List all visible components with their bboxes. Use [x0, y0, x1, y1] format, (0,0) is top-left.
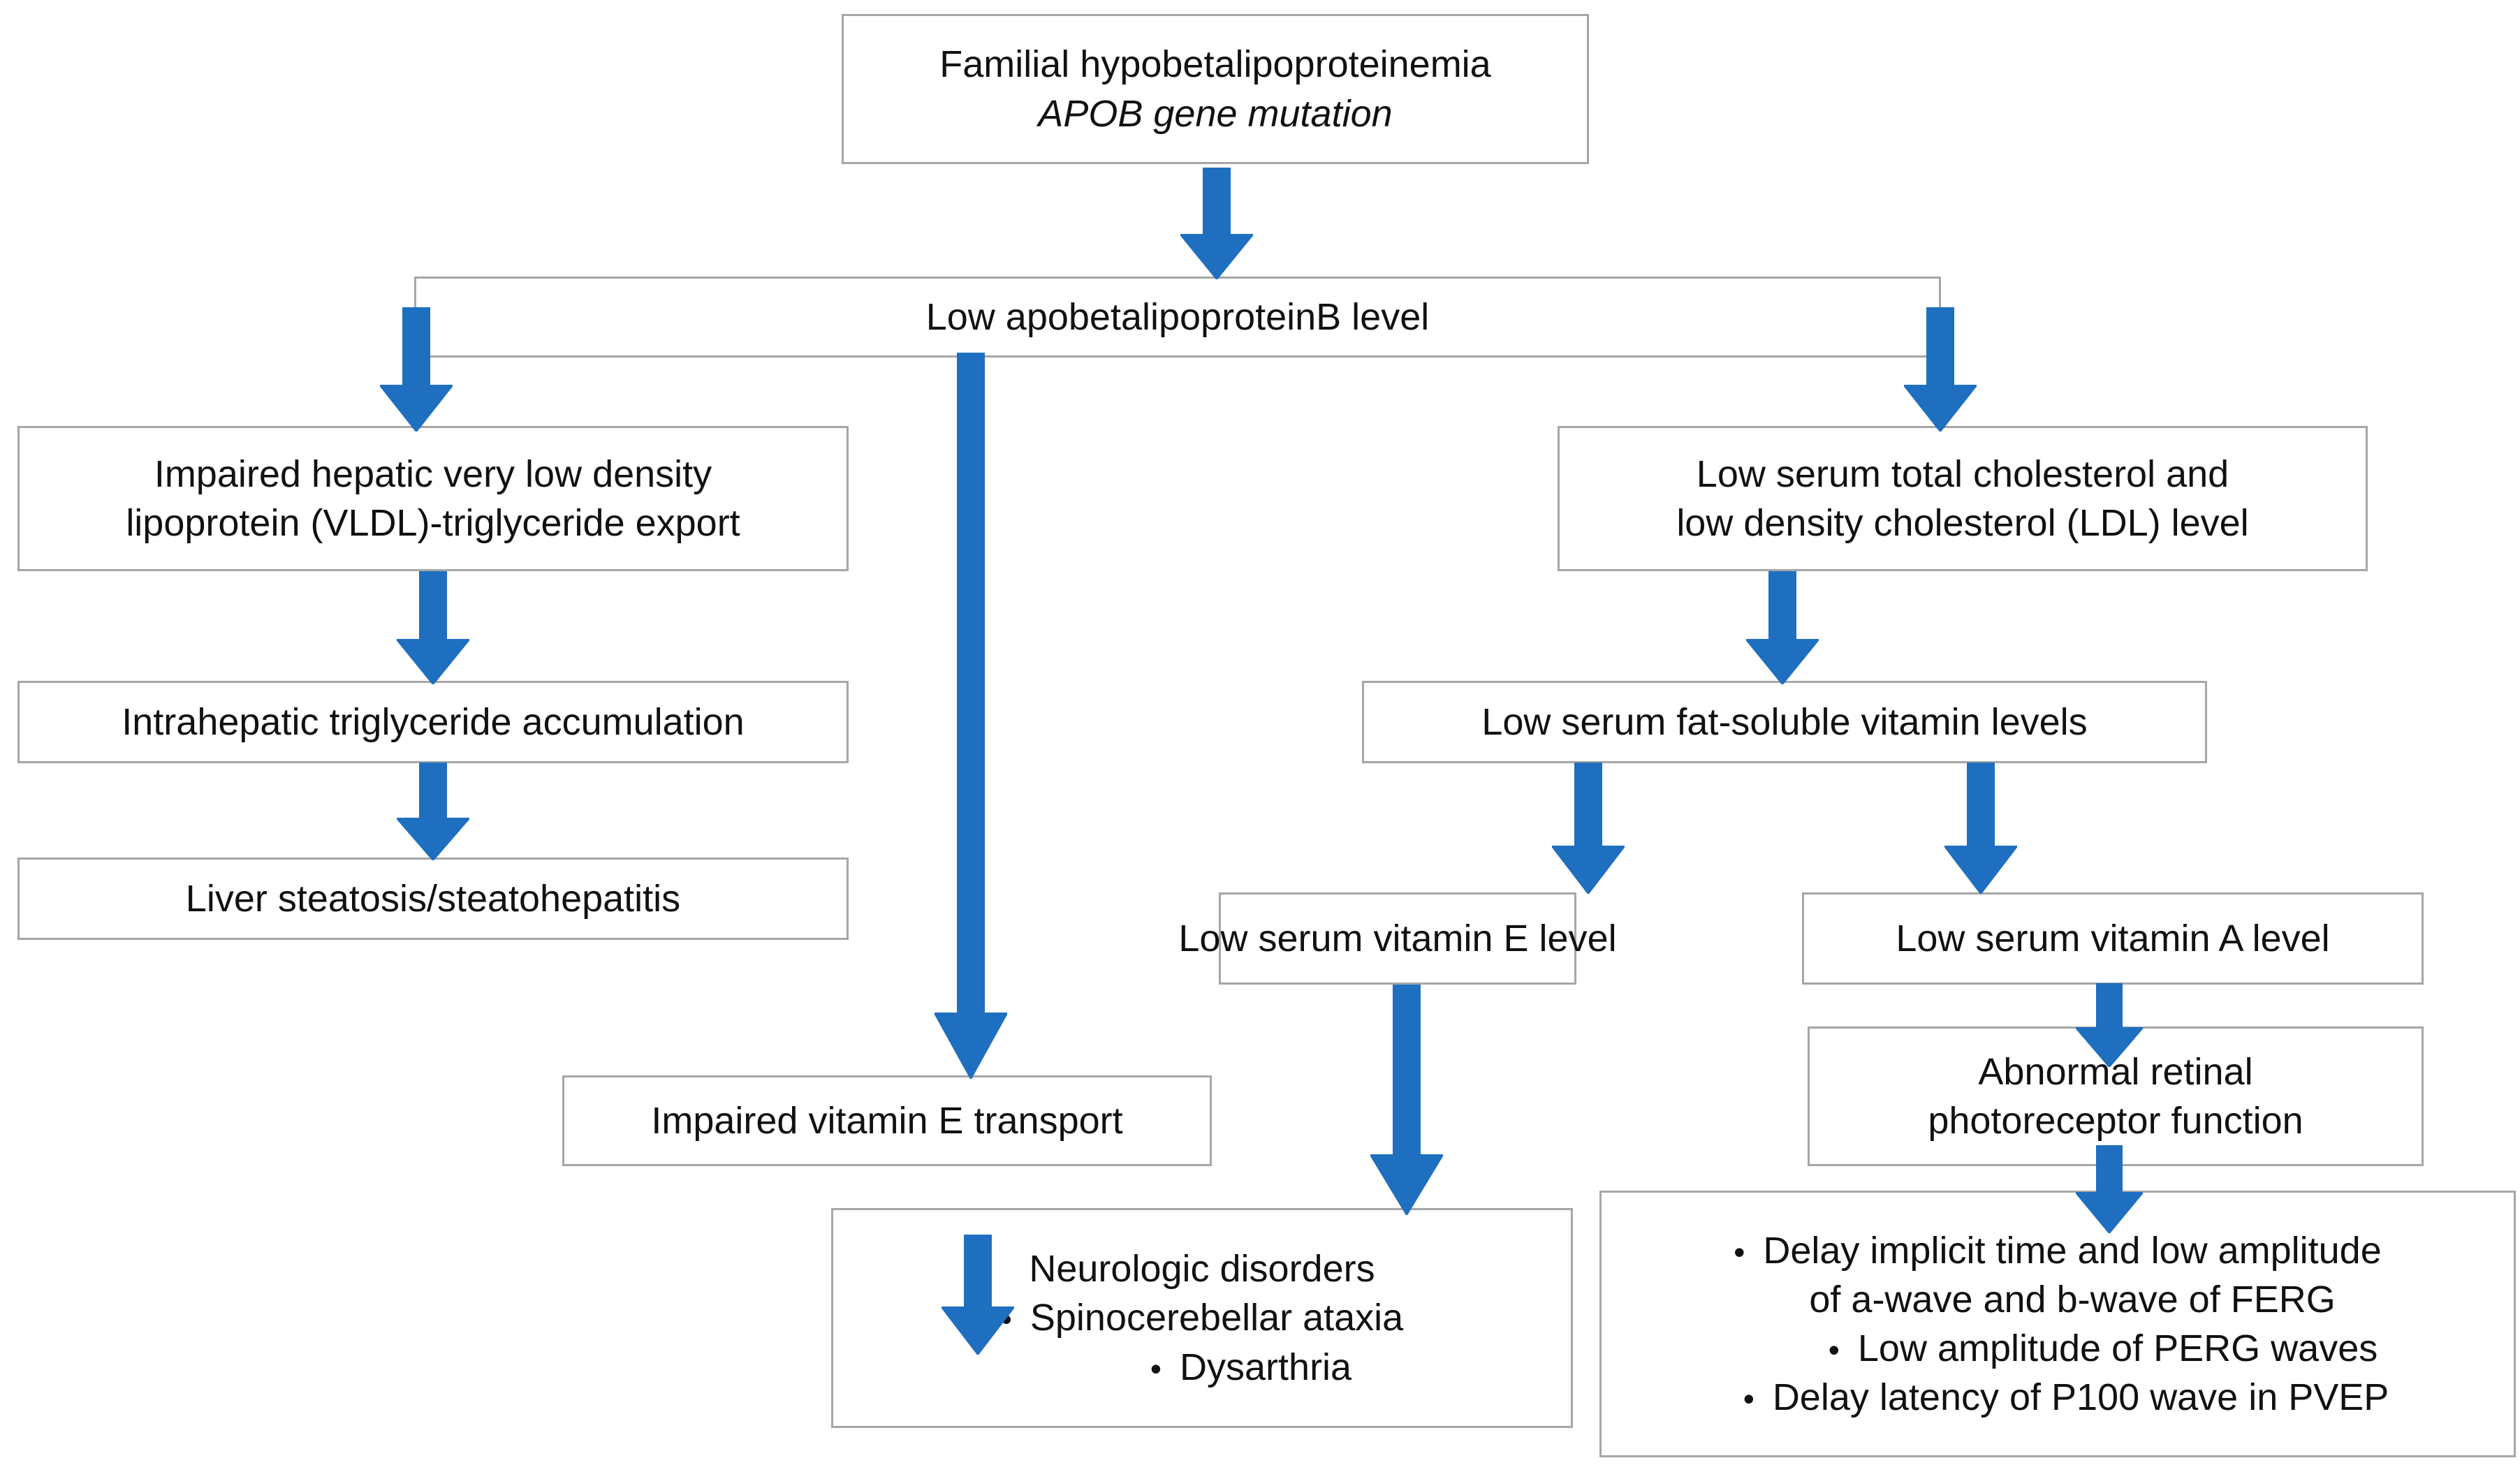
node-low-cholesterol-line1: Low serum total cholesterol and — [1696, 452, 2229, 495]
node-apob-level-label: Low apobetalipoproteinB level — [925, 295, 1430, 338]
arrow-fatsoluble-to-vitamin-a — [1944, 763, 2017, 894]
node-liver-steatosis[interactable]: Liver steatosis/steatohepatitis — [17, 858, 849, 940]
node-intrahepatic-tg-label: Intrahepatic triglyceride accumulation — [122, 700, 745, 743]
arrow-fatsoluble-to-vitamin-e — [1552, 763, 1625, 894]
node-liver-steatosis-label: Liver steatosis/steatohepatitis — [185, 877, 681, 920]
list-item: • Dysarthria — [1150, 1343, 1351, 1392]
node-neurologic-disorders[interactable]: Neurologic disorders • Spinocerebellar a… — [831, 1208, 1573, 1428]
arrow-vitamin-e-to-neurologic — [1370, 985, 1443, 1215]
arrow-apob-to-vit-e-transport — [935, 353, 1007, 1079]
node-vitamin-a-level-label: Low serum vitamin A level — [1896, 917, 2330, 959]
node-vldl-export-line1: Impaired hepatic very low density — [154, 452, 712, 495]
bullet-dot-icon: • — [1828, 1332, 1840, 1368]
node-electrophysiology-findings[interactable]: • Delay implicit time and low amplitude … — [1599, 1191, 2516, 1457]
arrow-vit-e-transport-to-neurologic — [942, 1235, 1014, 1355]
list-item: • Delay implicit time and low amplitude … — [1734, 1226, 2381, 1324]
node-low-cholesterol[interactable]: Low serum total cholesterol and low dens… — [1558, 426, 2368, 571]
arrow-root-to-apob — [1180, 168, 1253, 279]
node-apob-level[interactable]: Low apobetalipoproteinB level — [414, 277, 1941, 358]
findings-bullet-1-line2: of a-wave and b-wave of FERG — [1809, 1278, 2336, 1320]
findings-bullet-list: • Delay implicit time and low amplitude … — [1616, 1226, 2500, 1422]
node-abnormal-retina-line2: photoreceptor function — [1928, 1100, 2303, 1142]
node-vldl-export[interactable]: Impaired hepatic very low density lipopr… — [17, 426, 849, 571]
arrow-intrahepatic-to-steatosis — [397, 763, 469, 860]
bullet-dot-icon: • — [1150, 1350, 1162, 1387]
list-item: • Spinocerebellar ataxia — [1001, 1293, 1403, 1342]
node-vitamin-a-level[interactable]: Low serum vitamin A level — [1802, 892, 2424, 985]
bullet-dot-icon: • — [1743, 1381, 1755, 1418]
findings-bullet-3: Delay latency of P100 wave in PVEP — [1772, 1376, 2389, 1419]
neurologic-bullet-2: Dysarthria — [1180, 1346, 1352, 1388]
arrow-abnormal-retina-to-findings — [2076, 1145, 2143, 1233]
findings-bullet-2: Low amplitude of PERG waves — [1857, 1327, 2378, 1369]
node-impaired-vit-e-transport-label: Impaired vitamin E transport — [651, 1099, 1123, 1142]
node-root-line1: Familial hypobetalipoproteinemia — [939, 43, 1491, 86]
node-neurologic-heading: Neurologic disorders — [1029, 1248, 1375, 1290]
node-fat-soluble-vitamins[interactable]: Low serum fat-soluble vitamin levels — [1362, 681, 2207, 763]
node-root[interactable]: Familial hypobetalipoproteinemia APOB ge… — [842, 14, 1589, 164]
node-root-line2: APOB gene mutation — [1038, 92, 1393, 135]
neurologic-bullet-list: • Spinocerebellar ataxia • Dysarthria — [843, 1293, 1561, 1391]
node-vldl-export-line2: lipoprotein (VLDL)-triglyceride export — [126, 502, 740, 544]
arrow-apob-to-cholesterol — [1904, 307, 1977, 432]
findings-bullet-1-line1: Delay implicit time and low amplitude — [1763, 1229, 2382, 1272]
node-low-cholesterol-line2: low density cholesterol (LDL) level — [1676, 502, 2249, 544]
list-item: • Delay latency of P100 wave in PVEP — [1743, 1373, 2389, 1422]
node-intrahepatic-tg[interactable]: Intrahepatic triglyceride accumulation — [17, 681, 849, 763]
node-impaired-vit-e-transport[interactable]: Impaired vitamin E transport — [562, 1075, 1212, 1166]
arrow-cholesterol-to-fatsoluble — [1746, 571, 1819, 684]
neurologic-bullet-1: Spinocerebellar ataxia — [1030, 1297, 1404, 1339]
arrow-apob-to-vldl — [380, 307, 453, 432]
list-item: • Low amplitude of PERG waves — [1829, 1324, 2378, 1373]
bullet-dot-icon: • — [1734, 1233, 1745, 1270]
node-fat-soluble-vitamins-label: Low serum fat-soluble vitamin levels — [1481, 700, 2088, 743]
findings-bullet-1: Delay implicit time and low amplitude of… — [1763, 1226, 2381, 1324]
arrow-vldl-to-intrahepatic — [397, 571, 469, 684]
node-vitamin-e-level[interactable]: Low serum vitamin E level — [1178, 892, 1617, 985]
node-vitamin-e-level-label: Low serum vitamin E level — [1178, 917, 1617, 959]
arrow-vitamin-a-to-abnormal-retina — [2076, 983, 2143, 1067]
